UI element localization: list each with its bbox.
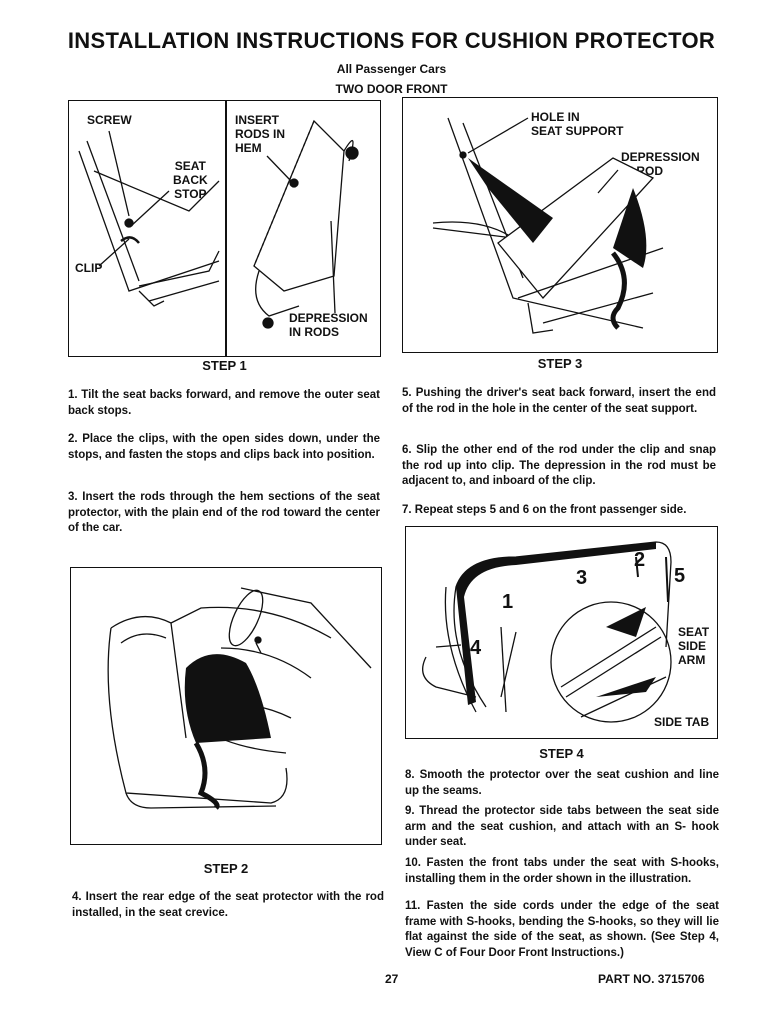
subtitle-door: TWO DOOR FRONT	[335, 82, 448, 96]
step2-caption: STEP 2	[203, 861, 249, 876]
step3-caption: STEP 3	[537, 356, 583, 371]
step2-instruction-4: 4. Insert the rear edge of the seat prot…	[72, 891, 384, 919]
step4-instruction-10: 10. Fasten the front tabs under the seat…	[405, 857, 719, 885]
page-title: INSTALLATION INSTRUCTIONS FOR CUSHION PR…	[67, 28, 716, 53]
step4-illustration-box: 1 2 3 4 5 SEAT SIDE ARM SIDE TAB	[405, 526, 718, 739]
order-number-1: 1	[502, 591, 514, 613]
label-side-tab: SIDE TAB	[654, 715, 710, 729]
step1-divider	[225, 101, 227, 356]
part-number: PART NO. 3715706	[598, 972, 705, 986]
label-seat-back-stop: SEAT BACK STOP	[173, 159, 208, 201]
step2-illustration-box	[70, 567, 382, 845]
step2-drawing	[107, 587, 372, 810]
order-number-2: 2	[634, 549, 646, 571]
step4-drawing	[422, 541, 672, 723]
step4-instruction-8: 8. Smooth the protector over the seat cu…	[405, 769, 719, 797]
label-seat-side-arm: SEAT SIDE ARM	[678, 625, 710, 667]
label-insert-rods: INSERT RODS IN HEM	[235, 113, 286, 155]
order-number-4: 4	[470, 637, 482, 659]
step3-instruction-7: 7. Repeat steps 5 and 6 on the front pas…	[402, 504, 687, 516]
step3-illustration-box: HOLE IN SEAT SUPPORT DEPRESSION IN ROD	[402, 97, 718, 353]
step4-instruction-9: 9. Thread the protector side tabs betwee…	[405, 805, 719, 848]
step1-instruction-2: 2. Place the clips, with the open sides …	[68, 433, 380, 461]
step1-instruction-3: 3. Insert the rods through the hem secti…	[68, 491, 380, 534]
subtitle-cars: All Passenger Cars	[336, 62, 447, 76]
step4-instruction-11: 11. Fasten the side cords under the edge…	[405, 900, 719, 959]
step3-instruction-6: 6. Slip the other end of the rod under t…	[402, 444, 716, 487]
label-clip: CLIP	[75, 261, 103, 275]
step1-instruction-1: 1. Tilt the seat backs forward, and remo…	[68, 389, 380, 417]
page-number: 27	[385, 972, 399, 986]
label-screw: SCREW	[87, 113, 132, 127]
step1-drawing	[78, 119, 359, 329]
order-number-5: 5	[674, 565, 686, 587]
step3-instruction-5: 5. Pushing the driver's seat back forwar…	[402, 387, 716, 415]
step4-caption: STEP 4	[539, 746, 584, 761]
step3-drawing	[432, 117, 664, 334]
step1-illustration-box: SCREW SEAT BACK STOP CLIP INSERT RODS IN…	[68, 100, 381, 357]
order-number-3: 3	[576, 567, 588, 589]
label-hole-seat-support: HOLE IN SEAT SUPPORT	[531, 110, 624, 138]
step1-caption: STEP 1	[202, 358, 247, 373]
label-depression-rods: DEPRESSION IN RODS	[289, 311, 368, 339]
